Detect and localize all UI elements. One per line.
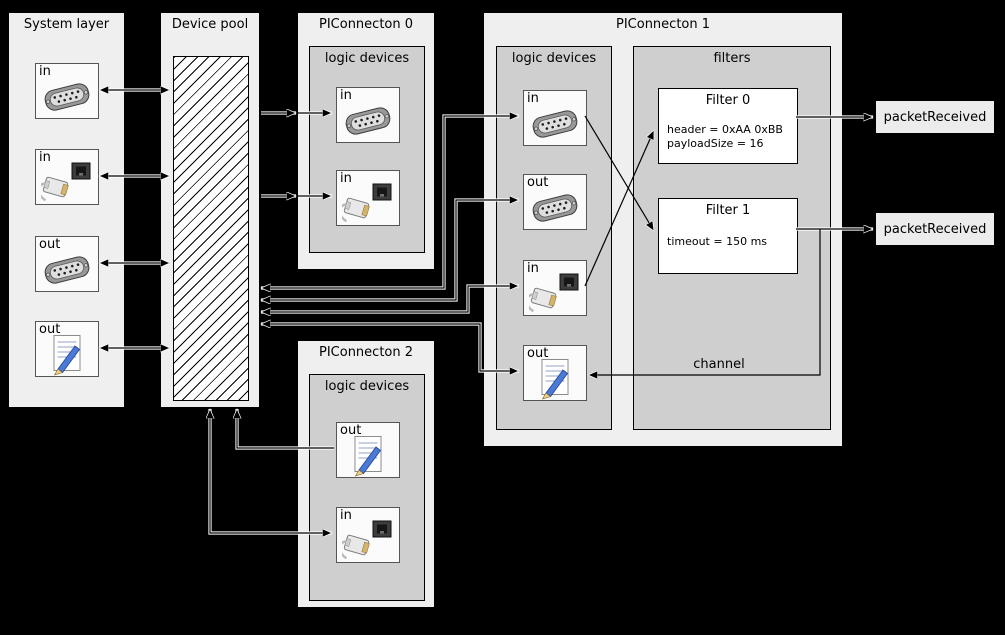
device-label: out [39,237,61,252]
packet-received-box: packetReceived [875,100,995,134]
filter1-title: Filter 1 [705,203,751,218]
piconnecton2-box: PIConnecton 2 logic devices out in [297,340,435,608]
device-tile: out [336,422,400,478]
piconnecton1-title: PIConnecton 1 [615,17,711,32]
filter0-param: payloadSize = 16 [667,137,764,150]
packet-received-box: packetReceived [875,212,995,246]
filter0-title: Filter 0 [705,93,751,108]
filter0-param: header = 0xAA 0xBB [667,123,783,136]
notepad-icon [341,435,395,477]
device-label: out [527,346,549,361]
piconnecton2-title: PIConnecton 2 [318,345,414,360]
system-layer-title: System layer [23,17,110,32]
serial-port-icon [528,103,582,145]
piconnecton0-box: PIConnecton 0 logic devices in in [297,12,435,270]
device-pool-hatch [173,56,249,401]
filter0-box: Filter 0 header = 0xAA 0xBB payloadSize … [658,88,798,164]
edge [261,286,519,312]
ethernet-icon [341,183,395,225]
filter1-box: Filter 1 timeout = 150 ms [658,198,798,274]
device-tile: in [336,87,400,143]
filter1-param: timeout = 150 ms [667,235,768,248]
serial-port-icon [40,76,94,118]
device-label: in [340,508,352,523]
logic-devices-title: logic devices [324,51,410,66]
device-tile: in [336,170,400,226]
device-tile: out [35,321,99,377]
piconnecton1-logic-devices-box: logic devices in out in out [496,46,612,430]
piconnecton2-logic-devices-box: logic devices out in [309,374,425,601]
serial-port-icon [341,100,395,142]
device-tile: in [523,90,587,146]
piconnecton0-logic-devices-box: logic devices in in [309,46,425,253]
device-label: out [340,423,362,438]
device-label: in [39,64,51,79]
device-tile: in [35,149,99,205]
piconnecton1-filters-box: filters Filter 0 header = 0xAA 0xBB payl… [633,46,831,430]
device-pool-title: Device pool [171,17,249,32]
device-tile: in [35,63,99,119]
packet-received-label: packetReceived [883,221,987,237]
device-tile: in [523,260,587,316]
notepad-icon [40,334,94,376]
device-tile: in [336,507,400,563]
device-label: out [527,175,549,190]
device-pool-box: Device pool [160,12,260,408]
device-tile: out [523,174,587,230]
device-label: in [527,91,539,106]
device-label: in [527,261,539,276]
channel-label: channel [693,357,745,372]
logic-devices-title: logic devices [324,379,410,394]
device-label: in [340,88,352,103]
system-layer-box: System layer in in out out [8,12,125,408]
piconnecton0-title: PIConnecton 0 [318,17,414,32]
ethernet-icon [341,520,395,562]
piconnecton1-box: PIConnecton 1 logic devices in out in ou… [483,12,843,447]
device-tile: out [523,345,587,401]
serial-port-icon [528,187,582,229]
ethernet-icon [40,162,94,204]
ethernet-icon [528,273,582,315]
packet-received-label: packetReceived [883,109,987,125]
serial-port-icon [40,249,94,291]
device-label: in [39,150,51,165]
device-tile: out [35,236,99,292]
device-label: out [39,322,61,337]
logic-devices-title: logic devices [511,51,597,66]
edge-halo [261,284,519,314]
device-label: in [340,171,352,186]
notepad-icon [528,358,582,400]
filters-title: filters [713,51,751,66]
